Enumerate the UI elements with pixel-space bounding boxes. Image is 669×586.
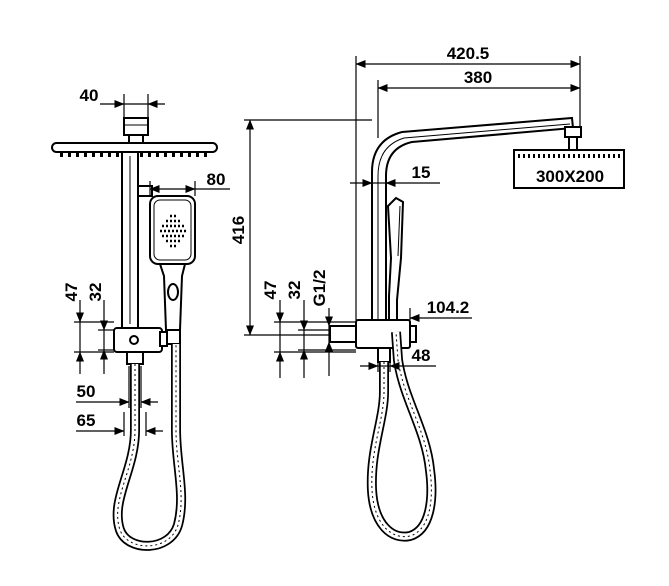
- hose-braid: [117, 344, 182, 547]
- riser-and-arm-inner: [377, 123, 571, 322]
- dim-label-height-b: 32: [86, 283, 105, 302]
- head-neck: [128, 134, 144, 144]
- hand-shower-side: [386, 196, 405, 331]
- front-view: 40: [51, 86, 230, 551]
- inlet-g12-side: [329, 325, 357, 343]
- overhead-shower-head-front: [51, 142, 218, 153]
- hand-shower-nozzle-grid: [160, 214, 186, 248]
- hose-side: [366, 331, 437, 542]
- mixer-side-bracket: [159, 331, 168, 347]
- outlet-nut-front: [126, 351, 144, 365]
- dim-height-a-side: 47: [261, 281, 356, 378]
- dim-hand-shower-width: 80: [149, 170, 230, 196]
- hand-shower-face: [153, 199, 192, 261]
- outlet-nut-side: [377, 347, 391, 363]
- dim-label-mixer-depth: 104.2: [427, 298, 470, 317]
- side-view: 420.5 380 300X200 416 15: [229, 44, 625, 542]
- dim-width-b-front: 65: [76, 411, 163, 436]
- dim-total-height: 416: [229, 119, 372, 336]
- dim-label-width-a: 50: [77, 382, 96, 401]
- hose-front: [112, 344, 187, 551]
- dim-connector-width: 40: [80, 86, 165, 118]
- dim-total-reach: 420.5: [355, 44, 581, 68]
- dim-width-a-front: 50: [76, 366, 158, 408]
- mixer-knob: [129, 335, 139, 345]
- handle-hose-connector: [165, 329, 181, 345]
- hose-fill: [368, 331, 435, 540]
- dim-label-outlet-offset: 48: [412, 346, 431, 365]
- dim-label-height-a: 47: [261, 281, 280, 300]
- dim-height-b-front: 32: [86, 283, 114, 374]
- dim-label-height-a: 47: [62, 283, 81, 302]
- dim-label-arm-reach: 380: [464, 68, 492, 87]
- arm-connector: [123, 117, 149, 136]
- dim-label-thread: G1/2: [310, 270, 329, 307]
- head-neck-side: [568, 136, 578, 151]
- dim-arm-reach: 380: [377, 68, 581, 92]
- dim-outlet-offset: 48: [360, 346, 436, 372]
- hand-shower-side-face: [397, 205, 401, 257]
- mixer-knob-side: [409, 325, 417, 343]
- dim-thread-side: G1/2: [310, 270, 333, 376]
- dim-wall-offset: 15: [350, 163, 440, 187]
- dim-label-total-reach: 420.5: [447, 44, 490, 63]
- dim-label-width-b: 65: [77, 411, 96, 430]
- dim-label-wall-offset: 15: [412, 163, 431, 182]
- mixer-body-side: [355, 319, 411, 349]
- dim-label-hand-shower-width: 80: [207, 170, 226, 189]
- hand-shower-button: [167, 283, 179, 301]
- dim-label-height-b: 32: [285, 281, 304, 300]
- head-size-label: 300X200: [536, 167, 604, 186]
- hose-outline: [112, 344, 187, 551]
- head-connector-side: [564, 126, 582, 138]
- dim-mixer-depth: 104.2: [409, 298, 472, 322]
- dim-label-total-height: 416: [229, 216, 248, 244]
- dim-label-connector-width: 40: [80, 86, 99, 105]
